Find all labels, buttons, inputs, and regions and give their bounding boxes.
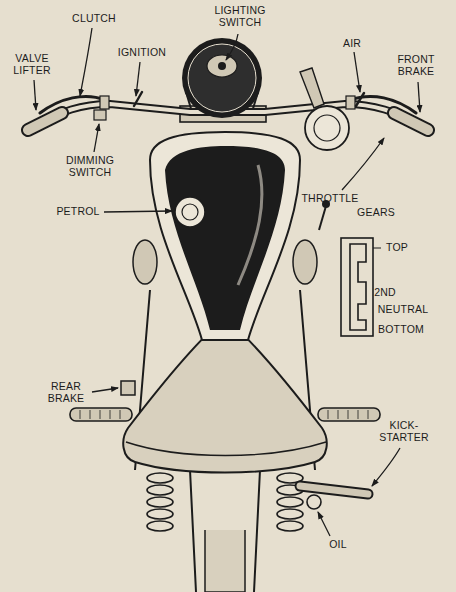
part-label: THROTTLE: [301, 192, 358, 204]
part-label: GEARS: [357, 206, 395, 218]
part-label: AIR: [343, 37, 361, 49]
leader-line: [372, 448, 400, 486]
leader-line: [342, 138, 384, 190]
kick-starter: [300, 486, 368, 494]
headlamp-shell: [188, 44, 256, 112]
leader-line: [34, 80, 36, 110]
part-label: FRONT BRAKE: [394, 53, 438, 77]
footrest: [70, 408, 132, 421]
oil-cap: [307, 495, 321, 509]
leader-line: [318, 512, 330, 536]
leader-line: [418, 82, 420, 112]
horn-inner: [314, 115, 340, 141]
part-label: LIGHTING SWITCH: [211, 4, 269, 28]
spring-coil: [147, 509, 173, 519]
leader-line: [104, 211, 172, 212]
part-label: REAR BRAKE: [44, 380, 88, 404]
spring-coil: [147, 485, 173, 495]
part-label: PETROL: [56, 205, 99, 217]
spring-coil: [147, 473, 173, 483]
part-label: CLUTCH: [72, 12, 116, 24]
filler-cap-centre: [182, 204, 198, 220]
part-label: BOTTOM: [378, 323, 424, 335]
leader-line: [80, 28, 92, 96]
seat-springs: [147, 473, 303, 531]
horn-stem: [300, 68, 324, 108]
switch-panel: [207, 55, 237, 77]
dimming-switch: [94, 110, 106, 120]
lighting-switch: [218, 62, 226, 70]
rear-brake-pedal: [121, 381, 135, 395]
spring-coil: [277, 509, 303, 519]
mudguard: [205, 530, 245, 592]
part-label: DIMMING SWITCH: [62, 154, 118, 178]
rear-frame: [190, 470, 260, 592]
gear-gate: [341, 238, 373, 336]
part-label: VALVE LIFTER: [10, 52, 54, 76]
spring-coil: [147, 497, 173, 507]
knee-grip: [293, 240, 317, 284]
lever-clamp: [346, 96, 355, 109]
tank-highlight: [238, 165, 262, 285]
petrol-tank: [150, 132, 300, 340]
saddle: [123, 318, 326, 473]
part-label: NEUTRAL: [378, 303, 428, 315]
gate-slot: [350, 244, 366, 330]
filler-cap: [175, 197, 205, 227]
leader-lines: [34, 28, 420, 536]
leader-line: [136, 62, 140, 96]
gear-lever: [319, 206, 326, 230]
spring-coil: [277, 521, 303, 531]
spring-coil: [147, 521, 173, 531]
leader-line: [354, 52, 360, 92]
footrest: [318, 408, 380, 421]
kick-starter-rubber: [300, 486, 368, 494]
leader-line: [92, 388, 118, 392]
gate-tick: [373, 248, 381, 249]
headlamp: [182, 38, 262, 118]
horn-bell: [305, 106, 349, 150]
part-label: 2ND: [374, 286, 396, 298]
leader-line: [94, 124, 99, 152]
part-label: TOP: [386, 241, 408, 253]
saddle-rim: [126, 442, 326, 456]
leader-line: [226, 34, 238, 60]
tank-panel: [165, 146, 285, 330]
knee-grip: [133, 240, 157, 284]
part-label: OIL: [329, 538, 347, 550]
part-label: KICK- STARTER: [377, 419, 431, 443]
part-label: IGNITION: [118, 46, 166, 58]
spring-coil: [277, 497, 303, 507]
lever-clamp: [100, 96, 109, 109]
